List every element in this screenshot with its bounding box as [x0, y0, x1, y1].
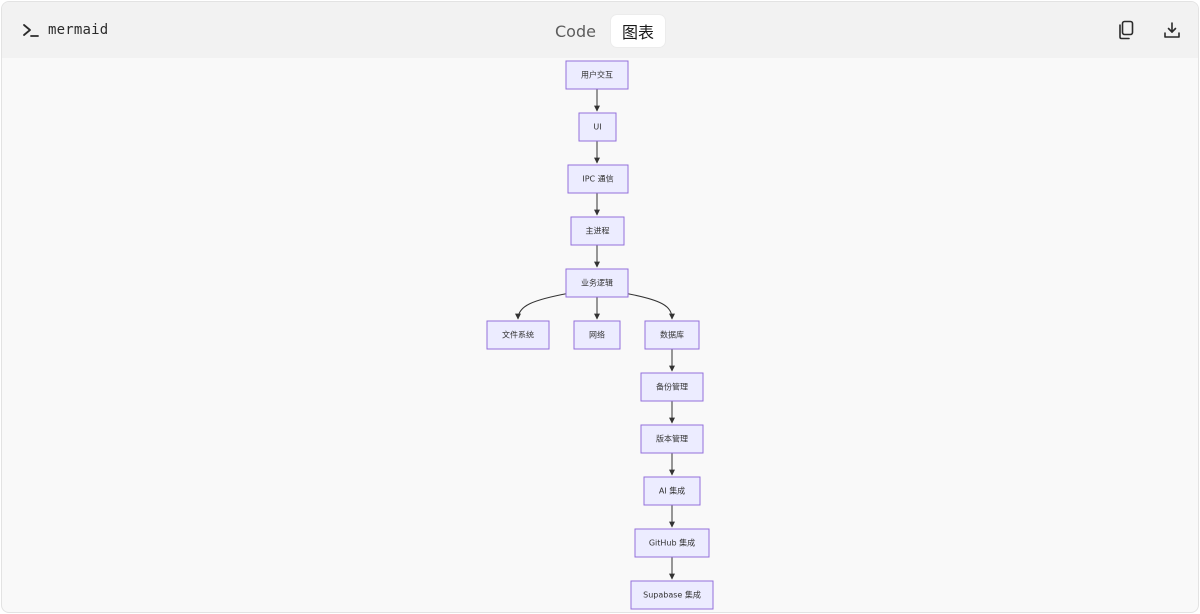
panel-header: mermaid Code 图表 — [2, 2, 1198, 58]
node-backup-management: 备份管理 — [640, 372, 704, 402]
view-tabs: Code 图表 — [544, 15, 665, 47]
svg-text:文件系统: 文件系统 — [502, 330, 534, 340]
node-github-integration: GitHub 集成 — [634, 528, 710, 558]
copy-button[interactable] — [1116, 20, 1136, 40]
svg-text:数据库: 数据库 — [660, 330, 684, 340]
node-file-system: 文件系统 — [486, 320, 550, 350]
download-button[interactable] — [1162, 20, 1182, 40]
svg-text:主进程: 主进程 — [586, 226, 610, 236]
svg-text:备份管理: 备份管理 — [656, 382, 688, 392]
node-network: 网络 — [573, 320, 621, 350]
node-database: 数据库 — [644, 320, 700, 350]
edge-biz-fs — [515, 292, 571, 320]
svg-text:GitHub 集成: GitHub 集成 — [649, 538, 695, 548]
terminal-prompt-icon — [22, 22, 40, 38]
node-version-management: 版本管理 — [640, 424, 704, 454]
diagram-canvas: 用户交互 UI IPC 通信 主进程 业务逻辑 文件系统 — [2, 58, 1198, 612]
node-user-interaction: 用户交互 — [565, 60, 629, 90]
flowchart-svg: 用户交互 UI IPC 通信 主进程 业务逻辑 文件系统 — [486, 60, 714, 610]
panel-title-text: mermaid — [48, 22, 109, 38]
node-business-logic: 业务逻辑 — [565, 268, 629, 298]
node-ui: UI — [578, 112, 617, 142]
node-main-process: 主进程 — [570, 216, 625, 246]
tab-code[interactable]: Code — [555, 21, 596, 41]
node-supabase-integration: Supabase 集成 — [630, 580, 714, 610]
tab-diagram[interactable]: 图表 — [610, 15, 665, 47]
svg-text:网络: 网络 — [589, 330, 605, 340]
svg-text:业务逻辑: 业务逻辑 — [581, 278, 613, 288]
svg-text:用户交互: 用户交互 — [581, 70, 613, 80]
copy-icon — [1119, 20, 1134, 40]
edge-biz-db — [623, 292, 675, 320]
svg-text:版本管理: 版本管理 — [656, 434, 688, 444]
node-ipc: IPC 通信 — [567, 164, 629, 194]
node-ai-integration: AI 集成 — [643, 476, 701, 506]
header-actions — [1116, 20, 1182, 40]
svg-text:IPC 通信: IPC 通信 — [582, 174, 613, 184]
panel-title: mermaid — [22, 22, 108, 38]
svg-text:AI 集成: AI 集成 — [659, 486, 685, 496]
svg-text:UI: UI — [593, 123, 601, 132]
download-icon — [1164, 22, 1180, 38]
svg-text:Supabase 集成: Supabase 集成 — [643, 590, 701, 600]
